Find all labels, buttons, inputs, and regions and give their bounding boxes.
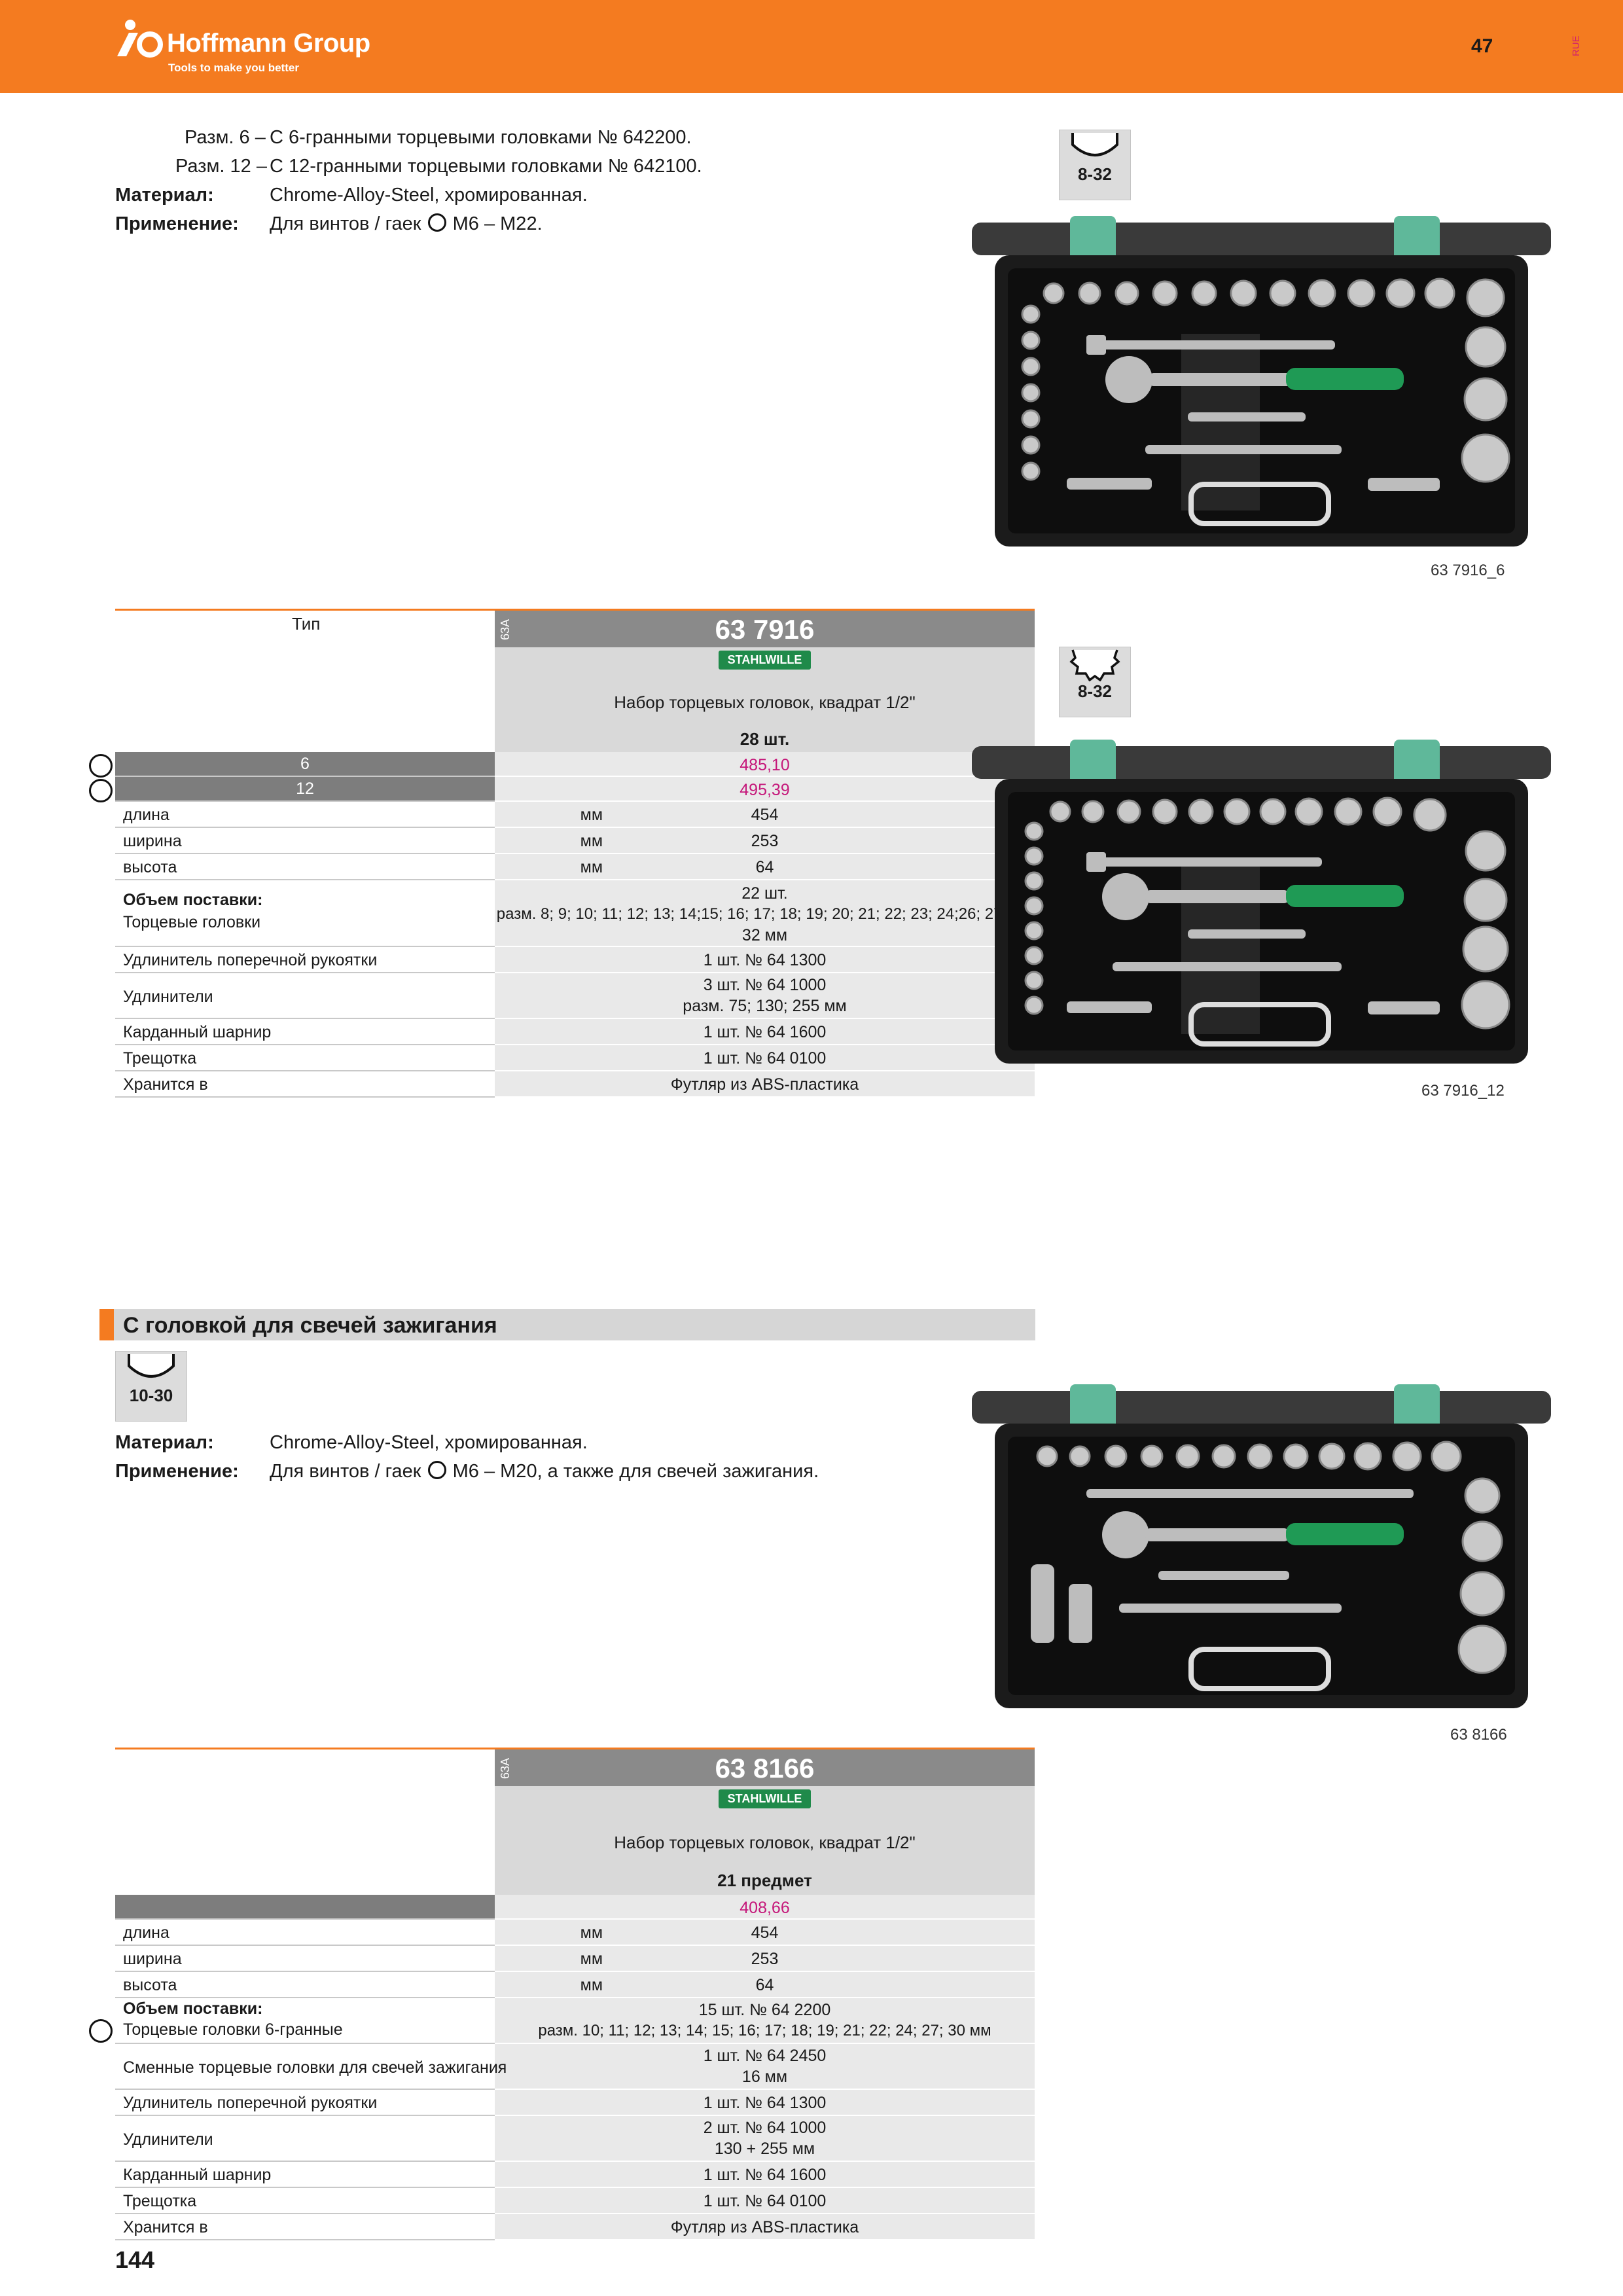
table1-body: 6 485,10 12 495,39 длина мм 454 ширина м… (115, 752, 1035, 1105)
table-row: Хранится в Футляр из ABS-пластика (115, 1071, 1035, 1098)
table-row: 408,66 (115, 1895, 1035, 1920)
table-row: Объем поставки: Торцевые головки 22 шт. … (115, 880, 1035, 947)
material-text: Chrome-Alloy-Steel, хромированная. (270, 1432, 588, 1453)
hex-nut-icon (89, 754, 113, 778)
table-row: Сменные торцевые головки для свечей зажи… (115, 2044, 1035, 2090)
table-row: Трещотка 1 шт. № 64 0100 (115, 2188, 1035, 2214)
price-12: 495,39 (740, 781, 790, 799)
table1-type-label: Тип (292, 614, 321, 634)
material-label: Материал: (115, 185, 214, 206)
socket-case-icon (972, 1384, 1551, 1708)
application-label: Применение: (115, 1461, 239, 1482)
table-row: Удлинители 3 шт. № 64 1000 разм. 75; 130… (115, 973, 1035, 1019)
product-image-637916-6 (972, 216, 1551, 550)
table1-description: Набор торцевых головок, квадрат 1/2" (614, 692, 916, 712)
table-row: ширина мм 253 (115, 828, 1035, 854)
price: 408,66 (740, 1899, 790, 1917)
table-row: 12 495,39 (115, 777, 1035, 802)
size-range-badge-hex: 10-30 (115, 1351, 187, 1422)
hoffmann-logo-icon (117, 20, 163, 58)
footer-page-number: 144 (115, 2246, 155, 2273)
size12-label: Разм. 12 – (175, 156, 267, 177)
table-row: длина мм 454 (115, 802, 1035, 828)
header-bar (0, 0, 1623, 93)
table-row: длина мм 454 (115, 1920, 1035, 1946)
table1-count: 28 шт. (740, 729, 790, 749)
hex-nut-icon (427, 1461, 446, 1479)
hex-socket-icon (1071, 133, 1118, 156)
size-range-badge-12pt: 8-32 (1059, 647, 1131, 717)
size-range-badge-hex: 8-32 (1059, 130, 1131, 200)
table-row: Удлинитель поперечной рукоятки 1 шт. № 6… (115, 2090, 1035, 2116)
image-caption-3: 63 8166 (1450, 1726, 1507, 1744)
product-image-638166 (972, 1384, 1551, 1712)
section-heading-bar: С головкой для свечей зажигания (99, 1309, 1035, 1340)
price-6: 485,10 (740, 756, 790, 774)
material-text: Chrome-Alloy-Steel, хромированная. (270, 185, 588, 206)
brand-tagline: Tools to make you better (168, 62, 299, 74)
table1-brand-logo: STAHLWILLE (495, 651, 1035, 670)
material-label: Материал: (115, 1432, 214, 1453)
table1-product-number: 63 7916 (715, 614, 815, 645)
application-text-a: Для винтов / гаек (270, 213, 421, 234)
application-text-b: M6 – M20, а также для свечей зажигания. (452, 1461, 819, 1482)
table-row: 6 485,10 (115, 752, 1035, 777)
section-title: С головкой для свечей зажигания (123, 1313, 497, 1338)
image-caption-2: 63 7916_12 (1421, 1082, 1505, 1100)
table-row: Карданный шарнир 1 шт. № 64 1600 (115, 1019, 1035, 1045)
hex-nut-icon (89, 2019, 113, 2043)
table-row: Хранится в Футляр из ABS-пластика (115, 2214, 1035, 2240)
table2-number-band (495, 1749, 1035, 1786)
table-row: Удлинитель поперечной рукоятки 1 шт. № 6… (115, 947, 1035, 973)
hex-socket-icon (128, 1354, 175, 1378)
table-row: Трещотка 1 шт. № 64 0100 (115, 1045, 1035, 1071)
stahlwille-logo: STAHLWILLE (718, 1789, 812, 1808)
badge-range: 8-32 (1077, 681, 1113, 701)
table-row: Объем поставки: Торцевые головки 6-гранн… (115, 1998, 1035, 2044)
table1-top-rule (115, 609, 1035, 611)
table-row: Карданный шарнир 1 шт. № 64 1600 (115, 2162, 1035, 2188)
socket-case-icon (972, 216, 1551, 547)
table2-count: 21 предмет (717, 1871, 812, 1890)
section-accent (99, 1309, 114, 1340)
socket-case-icon (972, 740, 1551, 1064)
application-text-a: Для винтов / гаек (270, 1461, 421, 1482)
table2-description: Набор торцевых головок, квадрат 1/2" (614, 1833, 916, 1852)
stahlwille-logo: STAHLWILLE (718, 651, 812, 670)
twelve-point-socket-icon (1069, 649, 1120, 681)
badge-range: 8-32 (1077, 164, 1113, 184)
brand-name: Hoffmann Group (167, 29, 370, 58)
size6-label: Разм. 6 – (185, 127, 266, 148)
badge-range: 10-30 (129, 1386, 173, 1405)
application-label: Применение: (115, 213, 239, 234)
table-row: ширина мм 253 (115, 1946, 1035, 1972)
table-row: Удлинители 2 шт. № 64 1000 130 + 255 мм (115, 2116, 1035, 2162)
application-text-b: M6 – M22. (452, 213, 543, 234)
size12-text: С 12-гранными торцевыми головками № 6421… (270, 156, 702, 177)
language-code: RUE (1571, 35, 1582, 56)
table2-brand-logo: STAHLWILLE (495, 1789, 1035, 1808)
application-text: Для винтов / гаек M6 – M22. (270, 209, 543, 238)
table2-body: 408,66 длина мм 454 ширина мм 253 высота… (115, 1895, 1035, 2242)
image-caption-1: 63 7916_6 (1431, 562, 1505, 579)
twelve-point-nut-icon (89, 779, 113, 802)
brand-logo[interactable]: Hoffmann Group Tools to make you better (115, 18, 389, 81)
table-row: высота мм 64 (115, 1972, 1035, 1998)
product-image-637916-12 (972, 740, 1551, 1067)
size6-text: С 6-гранными торцевыми головками № 64220… (270, 127, 692, 148)
hex-nut-icon (427, 213, 446, 232)
table2-product-number: 63 8166 (715, 1753, 815, 1784)
table2-top-rule (115, 1748, 1035, 1749)
application-text: Для винтов / гаек M6 – M20, а также для … (270, 1457, 819, 1486)
table1-number-band (495, 611, 1035, 647)
table-row: высота мм 64 (115, 854, 1035, 880)
header-page-number: 47 (1471, 35, 1493, 57)
